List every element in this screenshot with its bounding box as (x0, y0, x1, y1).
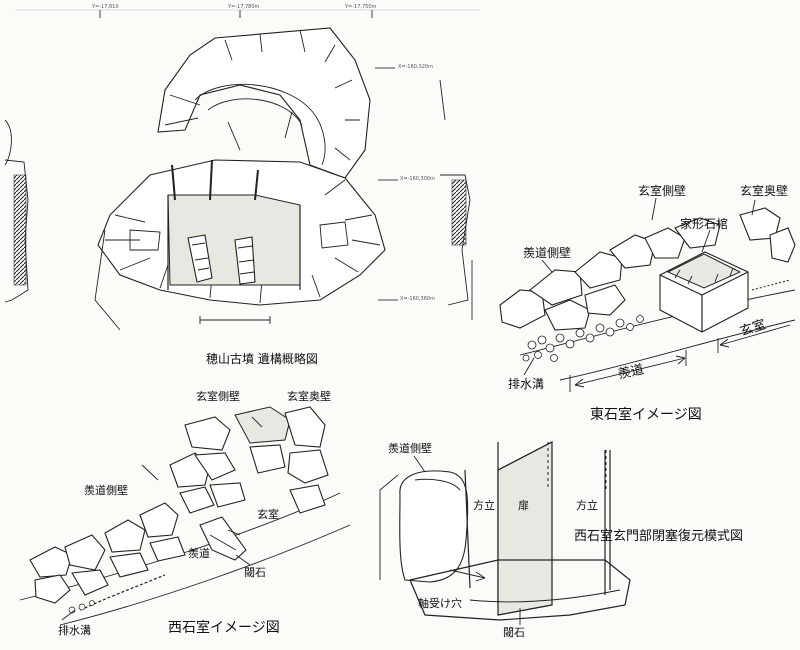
label-genshitsu-sokuheki: 玄室側壁 (638, 184, 687, 198)
west-chamber-title: 西石室イメージ図 (168, 620, 280, 636)
west-chamber-drawing (19, 406, 351, 626)
label-sendou: 羨道 (188, 547, 210, 560)
label-shikiishi: 閾石 (244, 566, 266, 579)
east-chamber-panel: 玄室側壁 玄室奥壁 家形石棺 羨道側壁 排水溝 羨道 玄室 東石室イメージ図 (490, 180, 800, 430)
label-genshitsu-okuheki: 玄室奥壁 (287, 390, 331, 403)
site-plan-panel: Y=-17,810 Y=-17,780m Y=-17,750m X=-160,3… (0, 0, 490, 390)
label-sendou-sokuheki: 羨道側壁 (523, 246, 572, 260)
label-haisuikou: 排水溝 (508, 377, 545, 391)
site-plan-drawing (4, 9, 480, 331)
west-chamber-panel: 玄室側壁 玄室奥壁 羨道側壁 玄室 羨道 閾石 排水溝 西石室イメージ図 (0, 385, 370, 650)
plan-caption: 穂山古墳 遺構概略図 (206, 352, 318, 366)
label-iegata-sekkan: 家形石棺 (680, 217, 729, 231)
label-genshitsu-sokuheki: 玄室側壁 (196, 390, 240, 403)
east-chamber-drawing (499, 197, 796, 392)
coffin-icon-west (187, 234, 213, 283)
label-sendou-sokuheki: 羨道側壁 (84, 484, 128, 497)
label-jikuuke: 軸受け穴 (418, 597, 462, 610)
label-sendou-sokuheki: 羨道側壁 (388, 442, 432, 455)
label-tobira: 扉 (518, 499, 529, 512)
coord-label: Y=-17,780m (228, 4, 260, 10)
gate-drawing (379, 441, 631, 625)
label-genshitsu: 玄室 (257, 508, 279, 521)
label-houdate-right: 方立 (576, 499, 598, 512)
gate-title: 西石室玄門部閉塞復元模式図 (574, 529, 744, 544)
coord-label: X=-160,360m (400, 296, 435, 302)
sarcophagus-icon (659, 251, 749, 333)
coord-label: Y=-17,810 (92, 4, 119, 10)
label-genshitsu-okuheki: 玄室奥壁 (740, 184, 789, 198)
coffin-icon-east (234, 236, 256, 285)
label-houdate-left: 方立 (473, 499, 495, 512)
label-shikiishi: 閾石 (503, 626, 525, 639)
coord-label: X=-160,300m (400, 176, 435, 182)
coord-label: Y=-17,750m (345, 4, 377, 10)
label-haisuikou: 排水溝 (58, 624, 91, 637)
threshold-stone-icon (199, 516, 247, 561)
gate-reconstruction-panel: 羨道側壁 方立 扉 方立 西石室玄門部閉塞復元模式図 軸受け穴 閾石 (370, 430, 800, 650)
east-chamber-title: 東石室イメージ図 (590, 407, 702, 423)
coord-label: X=-160,320m (398, 64, 433, 70)
